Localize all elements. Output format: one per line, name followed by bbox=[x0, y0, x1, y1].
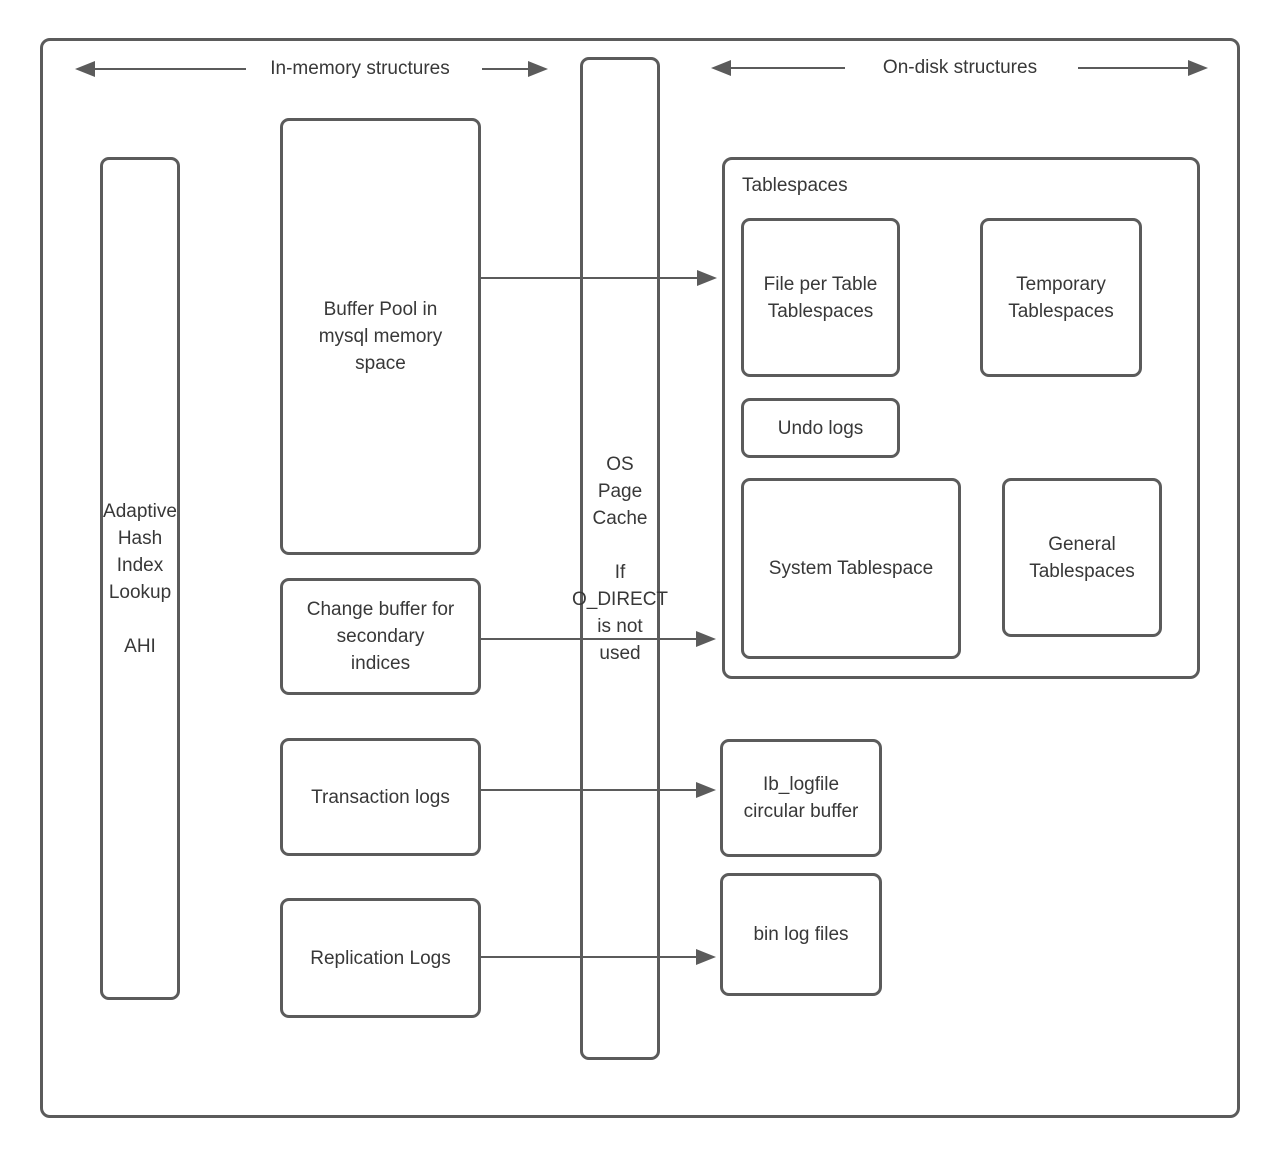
in-memory-structures-label: In-memory structures bbox=[270, 58, 450, 79]
os-page-cache-box: OS Page Cache If O_DIRECT is not used bbox=[572, 57, 668, 1060]
bin-log-files-box: bin log files bbox=[720, 873, 882, 996]
general-tablespaces-box: General Tablespaces bbox=[1002, 478, 1162, 637]
temporary-tablespaces-box: Temporary Tablespaces bbox=[980, 218, 1142, 377]
ib-logfile-box: Ib_logfile circular buffer bbox=[720, 739, 882, 857]
adaptive-hash-index-box: Adaptive Hash Index Lookup AHI bbox=[100, 157, 180, 1000]
transaction-logs-box: Transaction logs bbox=[280, 738, 481, 856]
on-disk-structures-label: On-disk structures bbox=[882, 57, 1038, 78]
replication-logs-box: Replication Logs bbox=[280, 898, 481, 1018]
system-tablespace-box: System Tablespace bbox=[741, 478, 961, 659]
change-buffer-box: Change buffer for secondary indices bbox=[280, 578, 481, 695]
buffer-pool-box: Buffer Pool in mysql memory space bbox=[280, 118, 481, 555]
file-per-table-tablespaces-box: File per Table Tablespaces bbox=[741, 218, 900, 377]
tablespaces-group-title: Tablespaces bbox=[742, 175, 848, 196]
undo-logs-box: Undo logs bbox=[741, 398, 900, 458]
